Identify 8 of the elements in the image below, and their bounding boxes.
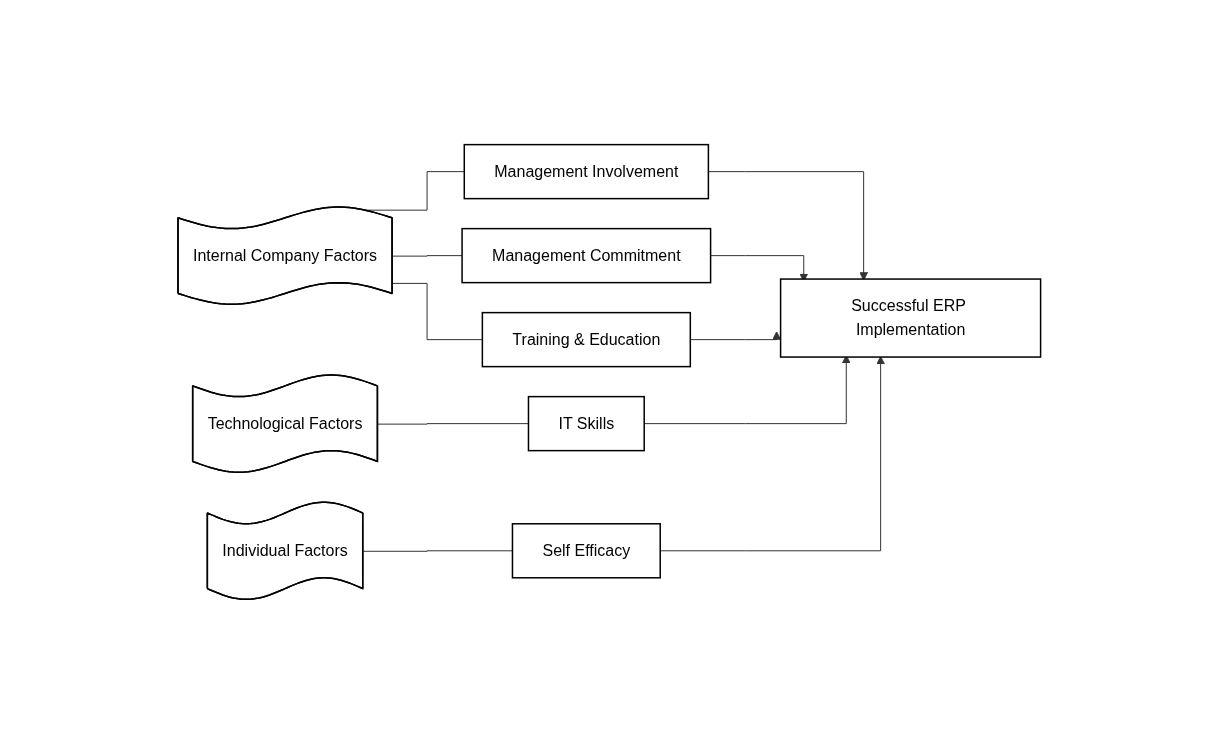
arrow <box>708 171 869 281</box>
node-box: IT Skills <box>527 395 646 452</box>
node-box: Management Involvement <box>463 143 710 200</box>
node-box: Management Commitment <box>461 227 712 284</box>
node-box: Successful ERP Implementation <box>780 278 1042 358</box>
node-box: Training & Education <box>481 311 692 368</box>
node-box: Self Efficacy <box>511 523 662 579</box>
connector <box>392 255 463 257</box>
